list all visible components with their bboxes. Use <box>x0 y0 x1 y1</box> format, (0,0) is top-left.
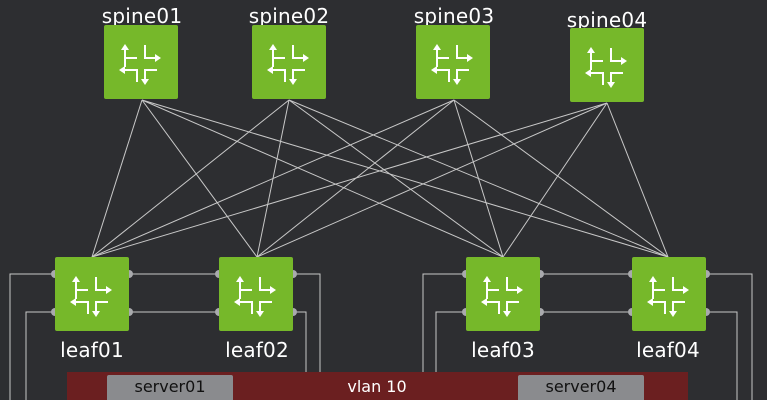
spine-leaf-link <box>606 102 669 258</box>
spine-leaf-link <box>91 99 455 258</box>
cable-line <box>706 273 753 400</box>
server04-label: server04 <box>545 377 617 396</box>
spine-leaf-mesh <box>91 99 669 258</box>
spine-leaf-link <box>453 99 504 258</box>
spine-leaf-link <box>453 99 669 258</box>
router-arrows-icon <box>431 44 473 85</box>
server01-label: server01 <box>134 377 206 396</box>
router-arrows-icon <box>647 276 689 317</box>
cable-line <box>293 311 307 400</box>
spine-leaf-link <box>288 99 504 258</box>
spine-leaf-link <box>256 102 608 258</box>
leaf01-switch[interactable] <box>55 257 129 331</box>
spine-leaf-link <box>502 102 608 258</box>
cable-line <box>706 311 738 400</box>
server01-box[interactable]: server01 <box>107 375 233 400</box>
spine04-switch[interactable] <box>570 28 644 102</box>
vlan-label: vlan 10 <box>347 377 407 396</box>
leaf01-label: leaf01 <box>60 338 124 362</box>
router-arrows-icon <box>481 276 523 317</box>
spine01-switch[interactable] <box>104 25 178 99</box>
spine-leaf-link <box>91 102 608 258</box>
port-dots <box>51 270 710 316</box>
cable-line <box>293 273 321 400</box>
cable-line <box>25 311 55 400</box>
leaf04-switch[interactable] <box>632 257 706 331</box>
leaf04-label: leaf04 <box>636 338 700 362</box>
leaf03-switch[interactable] <box>466 257 540 331</box>
cable-line <box>9 273 55 400</box>
leaf03-label: leaf03 <box>471 338 535 362</box>
server-link-lines <box>9 273 753 400</box>
cable-line <box>422 273 466 400</box>
spine03-switch[interactable] <box>416 25 490 99</box>
server04-box[interactable]: server04 <box>518 375 644 400</box>
leaf02-label: leaf02 <box>225 338 289 362</box>
spine-leaf-link <box>141 99 504 258</box>
spine01-label: spine01 <box>101 4 183 28</box>
leaf02-switch[interactable] <box>219 257 293 331</box>
spine-leaf-link <box>91 99 290 258</box>
spine-leaf-link <box>91 99 143 258</box>
router-arrows-icon <box>119 44 161 85</box>
spine-leaf-link <box>141 99 669 258</box>
router-arrows-icon <box>585 47 627 88</box>
router-arrows-icon <box>70 276 112 317</box>
spine02-switch[interactable] <box>252 25 326 99</box>
spine03-label: spine03 <box>413 4 495 28</box>
spine02-label: spine02 <box>248 4 330 28</box>
router-arrows-icon <box>267 44 309 85</box>
spine-leaf-link <box>141 99 258 258</box>
cable-line <box>435 311 466 400</box>
router-arrows-icon <box>234 276 276 317</box>
